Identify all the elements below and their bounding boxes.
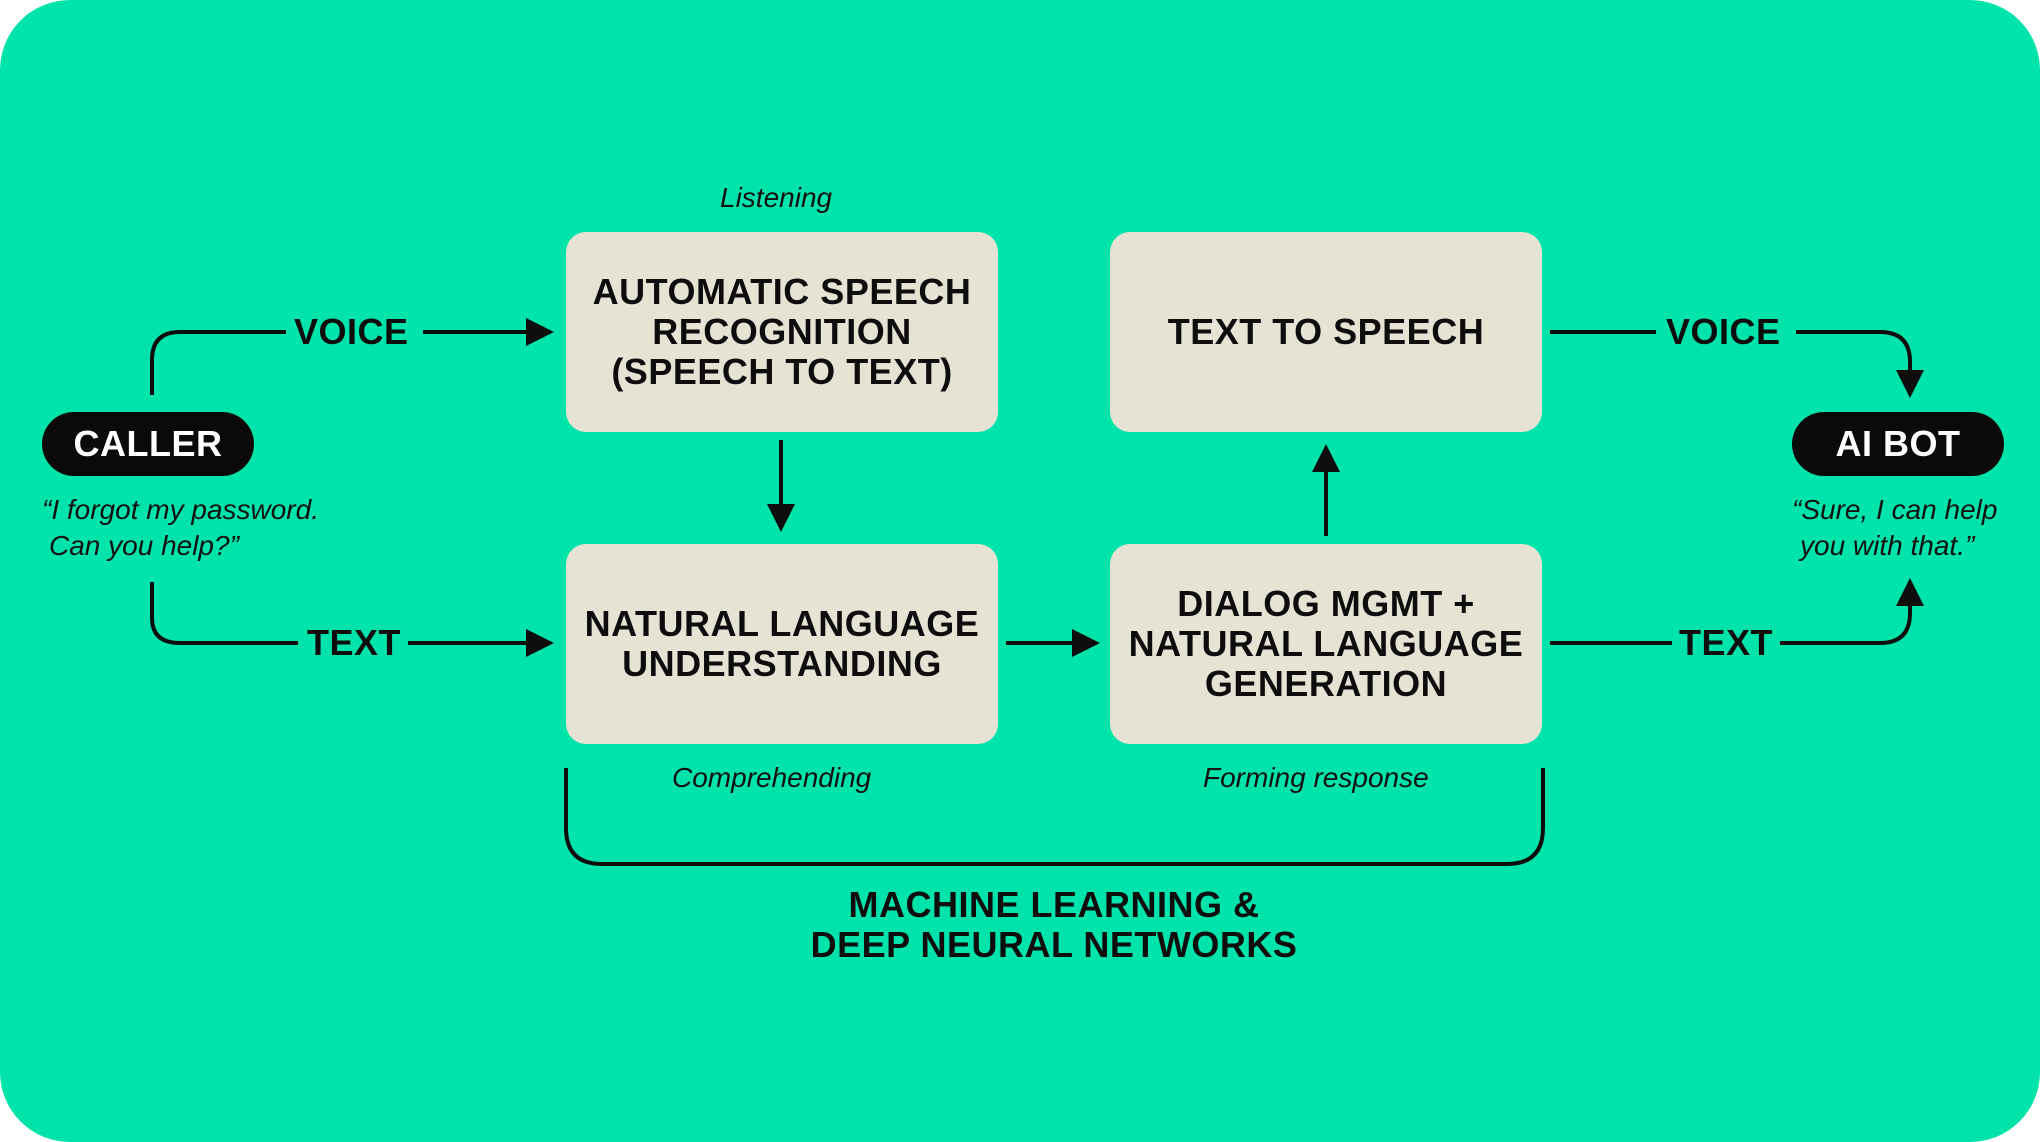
caller-pill: CALLER (42, 412, 254, 476)
asr-caption: Listening (720, 182, 833, 213)
bot-voice-label: VOICE (1666, 311, 1781, 352)
nlu-box: NATURAL LANGUAGE UNDERSTANDING (566, 544, 998, 744)
dm-box: DIALOG MGMT + NATURAL LANGUAGE GENERATIO… (1110, 544, 1542, 744)
ml-bracket (564, 768, 1545, 866)
footer-line2: DEEP NEURAL NETWORKS (810, 924, 1298, 965)
bot-text-label: TEXT (1679, 622, 1774, 663)
arrow-head-icon (526, 318, 554, 346)
asr-line1: AUTOMATIC SPEECH (592, 271, 972, 312)
asr-line2: RECOGNITION (652, 311, 912, 352)
arrow-head-icon (767, 504, 795, 532)
caller-voice-connector (150, 330, 286, 395)
caller-quote-line1: “I forgot my password. (42, 494, 319, 525)
caller-text-connector (150, 582, 298, 645)
footer-line1: MACHINE LEARNING & (848, 884, 1260, 925)
arrow-head-icon (526, 629, 554, 657)
arrow-head-icon (1312, 444, 1340, 472)
bot-quote-line1: “Sure, I can help (1792, 494, 1998, 525)
arrow-head-icon (1896, 370, 1924, 398)
nlu-caption: Comprehending (672, 762, 872, 793)
nlu-line2: UNDERSTANDING (622, 643, 942, 684)
caller-label: CALLER (73, 423, 223, 464)
bot-pill: AI BOT (1792, 412, 2004, 476)
arrow-head-icon (1072, 629, 1100, 657)
dm-line2: NATURAL LANGUAGE (1128, 623, 1524, 664)
ml-footer: MACHINE LEARNING & DEEP NEURAL NETWORKS (754, 885, 1354, 965)
bot-voice-connector (1796, 330, 1912, 374)
caller-voice-label: VOICE (294, 311, 409, 352)
arrow-head-icon (1896, 578, 1924, 606)
bot-text-connector (1780, 602, 1912, 645)
dm-caption: Forming response (1203, 762, 1429, 793)
caller-text-label: TEXT (307, 622, 402, 663)
nlu-line1: NATURAL LANGUAGE (584, 603, 980, 644)
tts-line1: TEXT TO SPEECH (1167, 311, 1485, 352)
bot-label: AI BOT (1835, 423, 1961, 464)
dm-line1: DIALOG MGMT + (1177, 583, 1475, 624)
tts-box: TEXT TO SPEECH (1110, 232, 1542, 432)
asr-box: AUTOMATIC SPEECH RECOGNITION (SPEECH TO … (566, 232, 998, 432)
asr-line3: (SPEECH TO TEXT) (611, 351, 953, 392)
dm-line3: GENERATION (1204, 663, 1448, 704)
caller-quote-line2: Can you help?” (49, 530, 239, 561)
bot-quote-line2: you with that.” (1800, 530, 1975, 561)
